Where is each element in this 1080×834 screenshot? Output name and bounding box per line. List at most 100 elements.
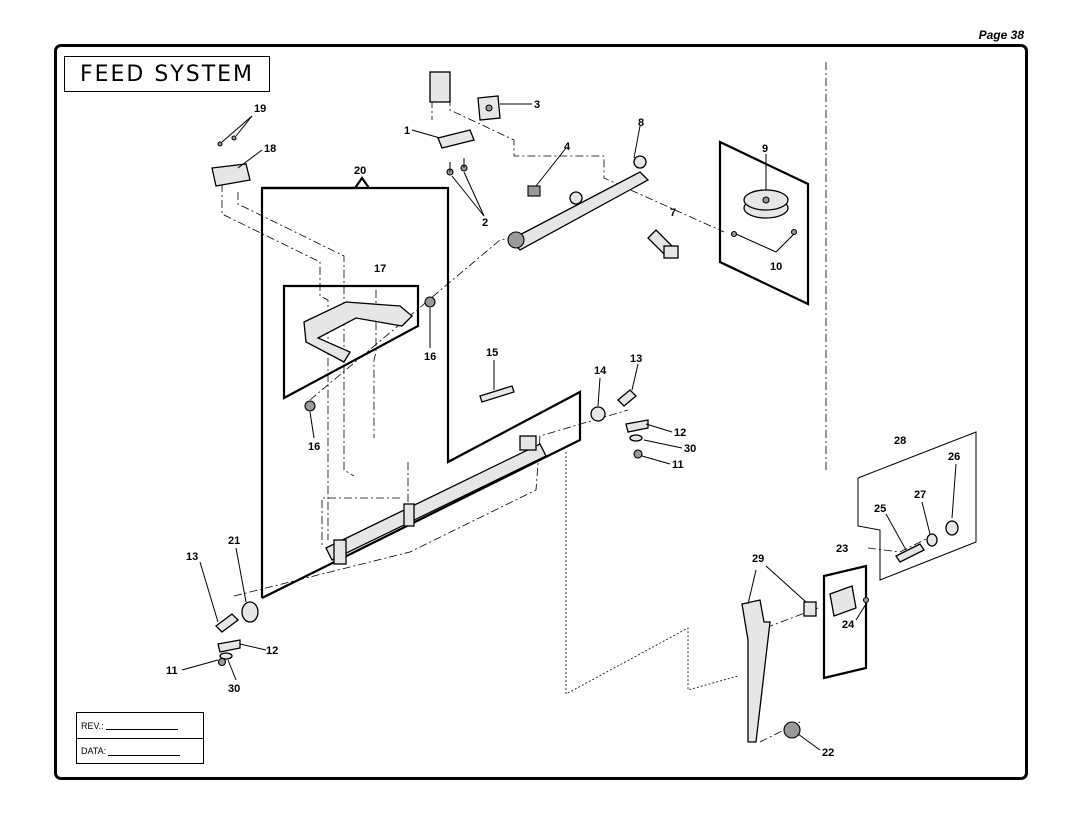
- data-blank: [108, 747, 181, 756]
- assembly-line-left: [221, 184, 329, 540]
- part-2-screws: [446, 158, 468, 176]
- callout-30-right: 30: [684, 443, 696, 455]
- callout-12-left: 12: [266, 645, 278, 657]
- callout-2: 2: [482, 217, 488, 229]
- part-22-nut: [783, 721, 801, 739]
- part-3-hole: [485, 104, 493, 112]
- callout-14: 14: [594, 365, 607, 377]
- callout-19: 19: [254, 103, 266, 115]
- page-title: FEED SYSTEM: [64, 56, 270, 92]
- part-14-washer: [590, 406, 606, 422]
- part-17-frame: [303, 301, 413, 363]
- part-18-hinge: [211, 163, 251, 187]
- panel-17-outline: [282, 284, 420, 400]
- panel-23-outline: [822, 564, 868, 680]
- callout-30-left: 30: [228, 683, 240, 695]
- callout-21: 21: [228, 535, 240, 547]
- callout-9: 9: [762, 143, 768, 155]
- revision-row: REV.:: [77, 713, 203, 738]
- part-19-screw-a: [217, 141, 223, 147]
- panel-20-outline: [260, 186, 582, 599]
- callout-1: 1: [404, 125, 410, 137]
- drawing-frame: [54, 44, 1028, 780]
- callout-15: 15: [486, 347, 498, 359]
- part-bracket-top: [429, 71, 451, 103]
- part-8-pivot: [569, 191, 583, 205]
- revision-box: REV.: DATA:: [76, 712, 204, 764]
- part-19-screw-b: [231, 135, 237, 141]
- callout-4: 4: [564, 141, 571, 153]
- part-27-bushing: [926, 533, 938, 547]
- part-7-tip: [663, 245, 679, 259]
- callout-3: 3: [534, 99, 540, 111]
- callout-17: 17: [374, 263, 386, 275]
- part-4-nut: [527, 185, 541, 197]
- callout-28: 28: [894, 435, 906, 447]
- part-10-screw-b: [790, 228, 798, 236]
- part-11-screw-left: [217, 657, 227, 667]
- callout-11-right: 11: [672, 459, 684, 471]
- part-26-spring: [945, 520, 959, 536]
- part-29-block: [803, 601, 817, 617]
- callout-26: 26: [948, 451, 960, 463]
- rev-blank: [105, 721, 178, 730]
- callout-11-left: 11: [166, 665, 178, 677]
- shaft-arm-mid: [403, 503, 415, 527]
- page-number: Page 38: [978, 28, 1024, 42]
- leader-lines: [181, 103, 957, 751]
- panel-9-outline: [718, 140, 810, 306]
- part-8-rod: [508, 171, 650, 251]
- data-label: DATA:: [81, 746, 107, 756]
- part-12-link-left: [217, 639, 241, 653]
- assembly-line-dotted: [565, 452, 739, 695]
- main-shaft: [325, 443, 547, 561]
- callout-27: 27: [914, 489, 926, 501]
- callout-16-upper: 16: [424, 351, 436, 363]
- shaft-arm-right: [519, 435, 537, 451]
- part-15-screw: [479, 385, 515, 403]
- part-12-link-right: [625, 419, 649, 433]
- part-21-washer: [241, 601, 259, 623]
- part-30-washer-right: [629, 434, 643, 442]
- callout-24: 24: [842, 619, 855, 631]
- part-30-washer-left: [219, 652, 233, 660]
- date-row: DATA:: [77, 738, 203, 763]
- part-13-pin-right: [617, 389, 637, 407]
- part-11-screw-right: [633, 449, 643, 459]
- shaft-arm-left: [333, 539, 347, 565]
- part-23-bracket: [829, 585, 857, 617]
- assembly-line-shaft: [321, 462, 409, 546]
- part-16-bolt-b: [304, 400, 316, 412]
- part-1-clamp: [437, 129, 475, 149]
- part-24-screw: [862, 596, 870, 604]
- part-13-pin-left: [215, 613, 239, 633]
- part-29-lever: [741, 599, 771, 743]
- assembly-line-left2: [237, 192, 355, 477]
- assembly-line-top: [431, 98, 725, 233]
- callout-7: 7: [670, 207, 676, 219]
- callout-29: 29: [752, 553, 764, 565]
- callout-13-right: 13: [630, 353, 642, 365]
- rev-label: REV.:: [81, 720, 104, 731]
- callout-8: 8: [638, 117, 644, 129]
- callout-13-left: 13: [186, 551, 198, 563]
- part-16-bolt-a: [424, 296, 436, 308]
- part-8-head: [507, 231, 525, 249]
- assembly-line-bottom: [233, 409, 629, 597]
- part-8-end: [633, 155, 647, 169]
- callout-10: 10: [770, 261, 782, 273]
- part-10-screw-a: [730, 230, 738, 238]
- callout-23: 23: [836, 543, 848, 555]
- assembly-line-mid: [373, 290, 377, 438]
- callout-20: 20: [354, 165, 366, 177]
- part-25-shaft: [895, 543, 925, 563]
- callout-25: 25: [874, 503, 886, 515]
- callout-16-lower: 16: [308, 441, 320, 453]
- panel-28-outline: [857, 431, 977, 581]
- callout-22: 22: [822, 747, 834, 759]
- callout-12-right: 12: [674, 427, 686, 439]
- part-9-hole: [762, 196, 770, 204]
- panel-20-notch: [262, 176, 370, 190]
- callout-18: 18: [264, 143, 276, 155]
